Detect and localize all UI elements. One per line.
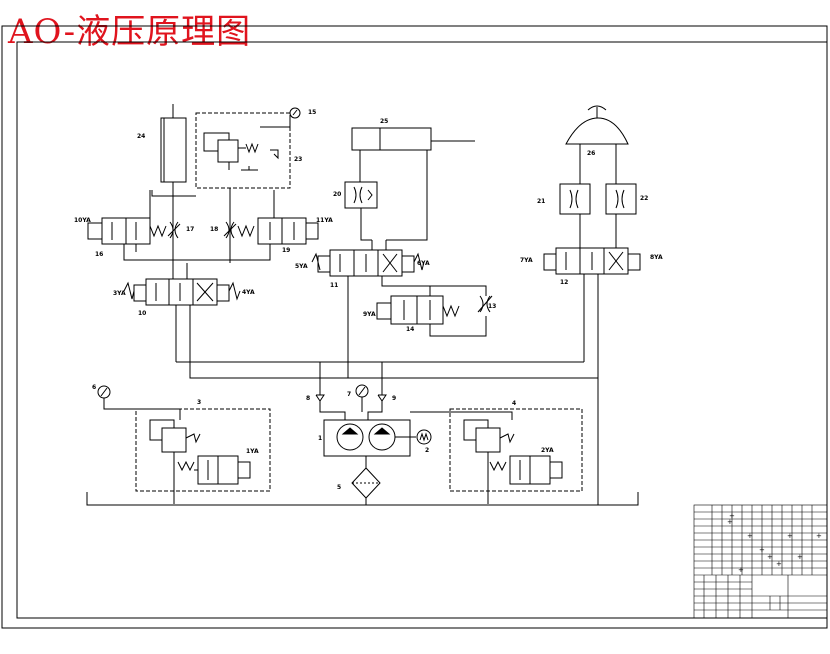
- unload-valve-3: [177, 455, 251, 485]
- tank-line: [86, 492, 639, 506]
- label-21: 21: [537, 198, 545, 205]
- svg-text:+: +: [759, 546, 765, 554]
- solenoid-9ya: 9YA: [363, 311, 376, 318]
- solenoid-4ya: 4YA: [242, 289, 255, 296]
- check-valve-9: [377, 394, 387, 402]
- lock-valve-21: [559, 183, 591, 215]
- label-11: 11: [330, 282, 338, 289]
- svg-text:+: +: [727, 518, 733, 526]
- solenoid-8ya: 8YA: [650, 254, 663, 261]
- svg-text:+: +: [816, 532, 822, 540]
- svg-text:+: +: [797, 553, 803, 561]
- title-block-marks: + + + + + + + + + +: [727, 512, 822, 574]
- throttle-13: [477, 295, 493, 313]
- relief-valve-3: [149, 419, 201, 504]
- solenoid-10ya: 10YA: [74, 217, 91, 224]
- valve-12: [543, 247, 641, 275]
- valve-16: [87, 217, 167, 252]
- label-14: 14: [406, 326, 414, 333]
- valve-group-23: [195, 112, 291, 189]
- label-16: 16: [95, 251, 103, 258]
- label-10: 10: [138, 310, 146, 317]
- svg-text:+: +: [738, 566, 744, 574]
- relief-valve-4: [463, 419, 515, 504]
- pump-1a: [336, 423, 364, 451]
- throttle-18: [223, 221, 237, 239]
- valve-14: [376, 295, 460, 325]
- solenoid-11ya: 11YA: [316, 217, 333, 224]
- cylinder-25: [351, 127, 475, 151]
- check-valve-8: [315, 394, 325, 402]
- svg-text:+: +: [787, 532, 793, 540]
- svg-text:+: +: [767, 553, 773, 561]
- actuator-26: [565, 117, 629, 145]
- svg-text:+: +: [747, 532, 753, 540]
- pressure-valve-23: [203, 132, 259, 171]
- outer-border: [1, 25, 828, 629]
- unload-valve-4: [489, 455, 563, 485]
- valve-11: [311, 249, 425, 277]
- inner-border: [16, 41, 828, 619]
- relief-block-4: [449, 408, 583, 492]
- solenoid-3ya: 3YA: [113, 290, 126, 297]
- solenoid-1ya: 1YA: [246, 448, 259, 455]
- label-8: 8: [306, 395, 310, 402]
- valve-10: [123, 278, 241, 306]
- label-26: 26: [587, 150, 595, 157]
- label-19: 19: [282, 247, 290, 254]
- lock-valve-22: [605, 183, 637, 215]
- svg-text:+: +: [776, 560, 782, 568]
- label-17: 17: [186, 226, 194, 233]
- svg-text:+: +: [729, 512, 735, 520]
- relief-block-3: [135, 408, 271, 492]
- label-13: 13: [488, 303, 496, 310]
- label-23: 23: [294, 156, 302, 163]
- gauge-15: [289, 107, 301, 119]
- label-9: 9: [392, 395, 396, 402]
- motor-2: [416, 429, 432, 445]
- solenoid-6ya: 6YA: [417, 260, 430, 267]
- cylinder-24: [160, 104, 187, 183]
- lock-valve-20: [344, 181, 378, 209]
- solenoid-5ya: 5YA: [295, 263, 308, 270]
- label-2: 2: [425, 447, 429, 454]
- label-7: 7: [347, 391, 351, 398]
- title-block: [693, 504, 828, 619]
- pump-block: [323, 419, 411, 457]
- label-22: 22: [640, 195, 648, 202]
- valve-19: [237, 217, 319, 252]
- solenoid-2ya: 2YA: [541, 447, 554, 454]
- label-4: 4: [512, 400, 516, 407]
- label-3: 3: [197, 399, 201, 406]
- label-18: 18: [210, 226, 218, 233]
- drawing-title: AO-液压原理图: [8, 12, 252, 52]
- check-valve-23: [270, 149, 279, 160]
- label-15: 15: [308, 109, 316, 116]
- label-24: 24: [137, 133, 145, 140]
- throttle-17: [167, 221, 181, 239]
- label-25: 25: [380, 118, 388, 125]
- label-20: 20: [333, 191, 341, 198]
- label-1: 1: [318, 435, 322, 442]
- solenoid-7ya: 7YA: [520, 257, 533, 264]
- label-6: 6: [92, 384, 96, 391]
- label-5: 5: [337, 484, 341, 491]
- label-12: 12: [560, 279, 568, 286]
